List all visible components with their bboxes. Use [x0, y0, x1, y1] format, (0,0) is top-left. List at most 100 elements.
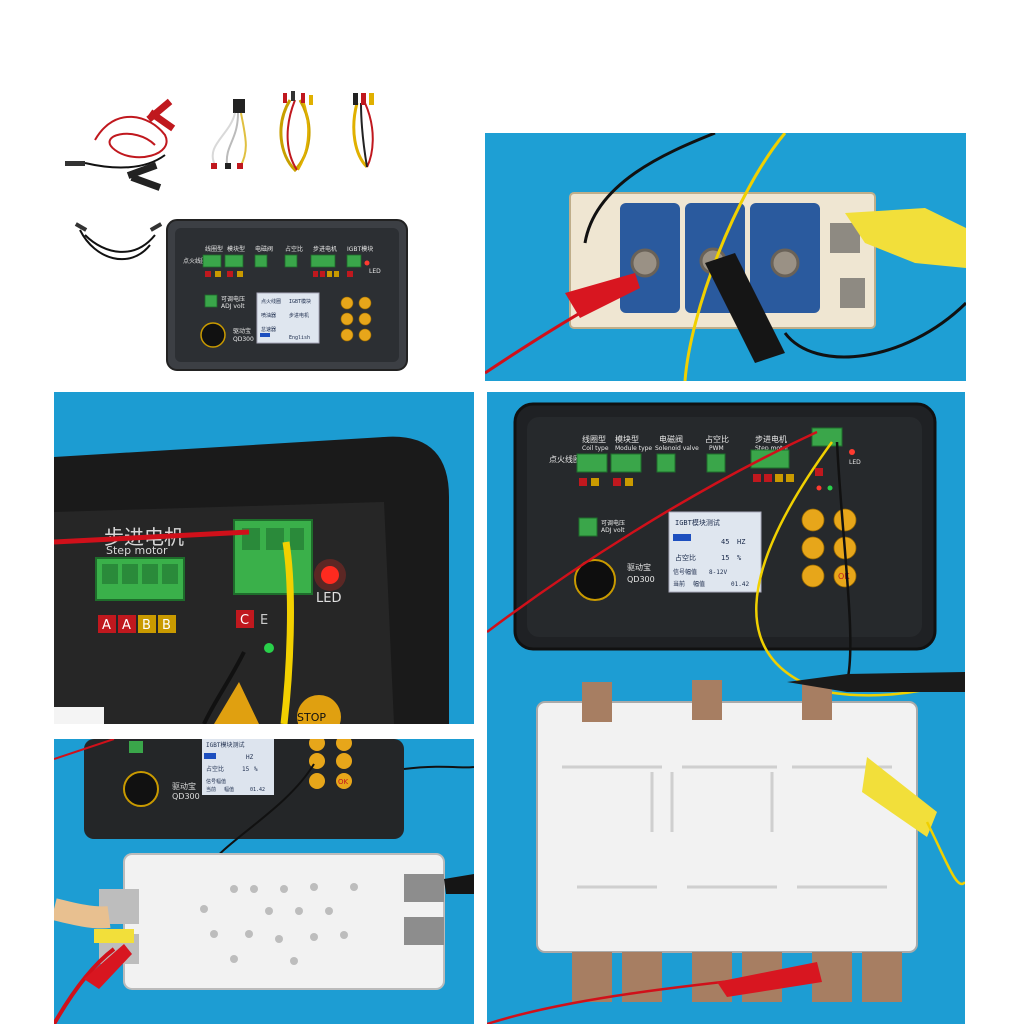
- voltage-knob[interactable]: [123, 771, 159, 807]
- product-overview-photo: 线圈型 模块型 电磁阀 占空比 步进电机 IGBT模块 点火线圈: [55, 85, 420, 385]
- led-indicator-green: [264, 643, 274, 653]
- lcd-current: 当前: [206, 786, 216, 793]
- down-button[interactable]: [309, 773, 325, 789]
- brand-label: 驱动宝: [172, 781, 196, 791]
- ok-button[interactable]: [358, 328, 372, 342]
- black-clip: [444, 874, 474, 894]
- lcd-duty-label: 占空比: [675, 553, 696, 562]
- port-label-pwm-en: PWM: [709, 445, 724, 452]
- port-label-igbt: IGBT模块: [347, 245, 373, 253]
- white-igbt-module: [99, 853, 445, 990]
- lcd-title: IGBT模块测试: [206, 741, 244, 749]
- voltage-knob[interactable]: [574, 559, 616, 601]
- probe-lead-bundle: [352, 93, 374, 169]
- up-button[interactable]: [309, 739, 325, 751]
- device-closeup-photo: 步进电机 Step motor A A B B C E LED: [54, 392, 474, 724]
- port-label-module: 模块型: [615, 434, 639, 444]
- black-probe-cable: [74, 222, 163, 261]
- lcd-menu-item: 喷油器: [261, 312, 276, 319]
- yellow-clip: [862, 757, 937, 837]
- led-indicator: [364, 260, 370, 266]
- yellow-clip: [94, 929, 134, 943]
- adj-volt-en: ADJ volt: [221, 303, 245, 310]
- igbt-brick-photo: [485, 133, 966, 381]
- yellow-clip: [845, 208, 966, 268]
- pin-label-e: E: [260, 613, 268, 628]
- up-button[interactable]: [340, 296, 354, 310]
- port-label-step: 步进电机: [755, 434, 787, 444]
- red-clip: [717, 962, 822, 997]
- black-clip: [705, 253, 785, 363]
- led-label: LED: [369, 268, 381, 275]
- lcd-duty-label: 占空比: [206, 765, 224, 773]
- lcd-title: IGBT模块测试: [675, 518, 720, 527]
- red-lead: [54, 529, 250, 545]
- lcd-duty-value: 15: [721, 554, 729, 562]
- pin-label: B: [162, 618, 171, 633]
- adj-volt-en: ADJ volt: [601, 527, 625, 534]
- right-button[interactable]: [358, 312, 372, 326]
- qd300-device-large: 线圈型 Coil type 模块型 Module type 电磁阀 Soleno…: [513, 402, 937, 651]
- lcd-menu-item: 步进电机: [289, 312, 309, 319]
- lcd-menu-item: 点火线圈: [261, 298, 281, 305]
- lcd-menu-item: English: [289, 335, 310, 341]
- model-label: QD300: [172, 792, 200, 801]
- port-label-ignition: 点火线圈: [183, 257, 207, 265]
- stop-button[interactable]: [297, 695, 341, 724]
- left-button[interactable]: [340, 312, 354, 326]
- right-button[interactable]: [336, 753, 352, 769]
- down-button[interactable]: [801, 564, 825, 588]
- lcd-reading: 01.42: [731, 581, 749, 588]
- connector-cable-white: [211, 99, 247, 169]
- qd300-device: 线圈型 模块型 电磁阀 占空比 步进电机 IGBT模块 点火线圈: [166, 219, 408, 371]
- adj-volt-label: 可调电压: [221, 295, 245, 303]
- stop-label: STOP: [297, 711, 326, 724]
- brand-label: 驱动宝: [233, 327, 251, 335]
- port-label-solenoid: 电磁阀: [659, 434, 683, 444]
- stop-ok-button[interactable]: [336, 739, 352, 751]
- lcd-menu-item: IGBT模块: [289, 298, 311, 305]
- led-indicator-red: [321, 566, 339, 584]
- left-button[interactable]: [801, 536, 825, 560]
- lcd-screen: [202, 739, 274, 795]
- lcd-signal: 信号幅值: [206, 778, 226, 785]
- alligator-clip-cable: [65, 98, 176, 191]
- lcd-freq-value: 45: [721, 538, 729, 546]
- port-label-step: 步进电机: [313, 245, 337, 253]
- voltage-knob[interactable]: [200, 322, 226, 348]
- brand-label: 驱动宝: [627, 562, 651, 572]
- ok-label: OK: [338, 778, 349, 786]
- lcd-level: 幅值: [224, 786, 234, 793]
- lcd-signal-range: 8-12V: [709, 569, 727, 576]
- led-label: LED: [316, 591, 341, 606]
- lcd-reading: 01.42: [250, 787, 265, 793]
- port-label-coil: 线圈型: [205, 245, 223, 253]
- device-with-module-photo: 线圈型 Coil type 模块型 Module type 电磁阀 Soleno…: [487, 392, 965, 1024]
- red-wire: [487, 430, 818, 634]
- lcd-duty-unit: %: [254, 766, 258, 773]
- lcd-duty-value: 15: [242, 766, 250, 773]
- lcd-menu-item: 怠速器: [261, 326, 276, 333]
- port-label-solenoid: 电磁阀: [255, 245, 273, 253]
- stop-ok-button[interactable]: [358, 296, 372, 310]
- test-lead-bundle: [279, 91, 313, 173]
- step-motor-terminal: [95, 557, 185, 601]
- up-button[interactable]: [801, 508, 825, 532]
- lcd-freq: HZ: [246, 754, 254, 761]
- lcd-duty-unit: %: [737, 554, 742, 562]
- port-label-module: 模块型: [227, 245, 245, 253]
- ok-button[interactable]: [336, 773, 352, 789]
- down-button[interactable]: [340, 328, 354, 342]
- lcd-current: 当前: [673, 580, 685, 588]
- stop-ok-button[interactable]: [833, 508, 857, 532]
- port-label-ignition: 点火线圈: [549, 454, 581, 464]
- port-label-solenoid-en: Solenoid valve: [655, 445, 699, 452]
- pin-label-c: C: [240, 613, 249, 628]
- led-indicator: [849, 449, 855, 455]
- red-clip: [84, 944, 132, 989]
- led-label: LED: [849, 459, 861, 466]
- lcd-freq-unit: HZ: [737, 538, 745, 546]
- step-motor-en: Step motor: [106, 544, 168, 557]
- black-clip: [787, 672, 965, 692]
- lcd-screen: [668, 511, 762, 593]
